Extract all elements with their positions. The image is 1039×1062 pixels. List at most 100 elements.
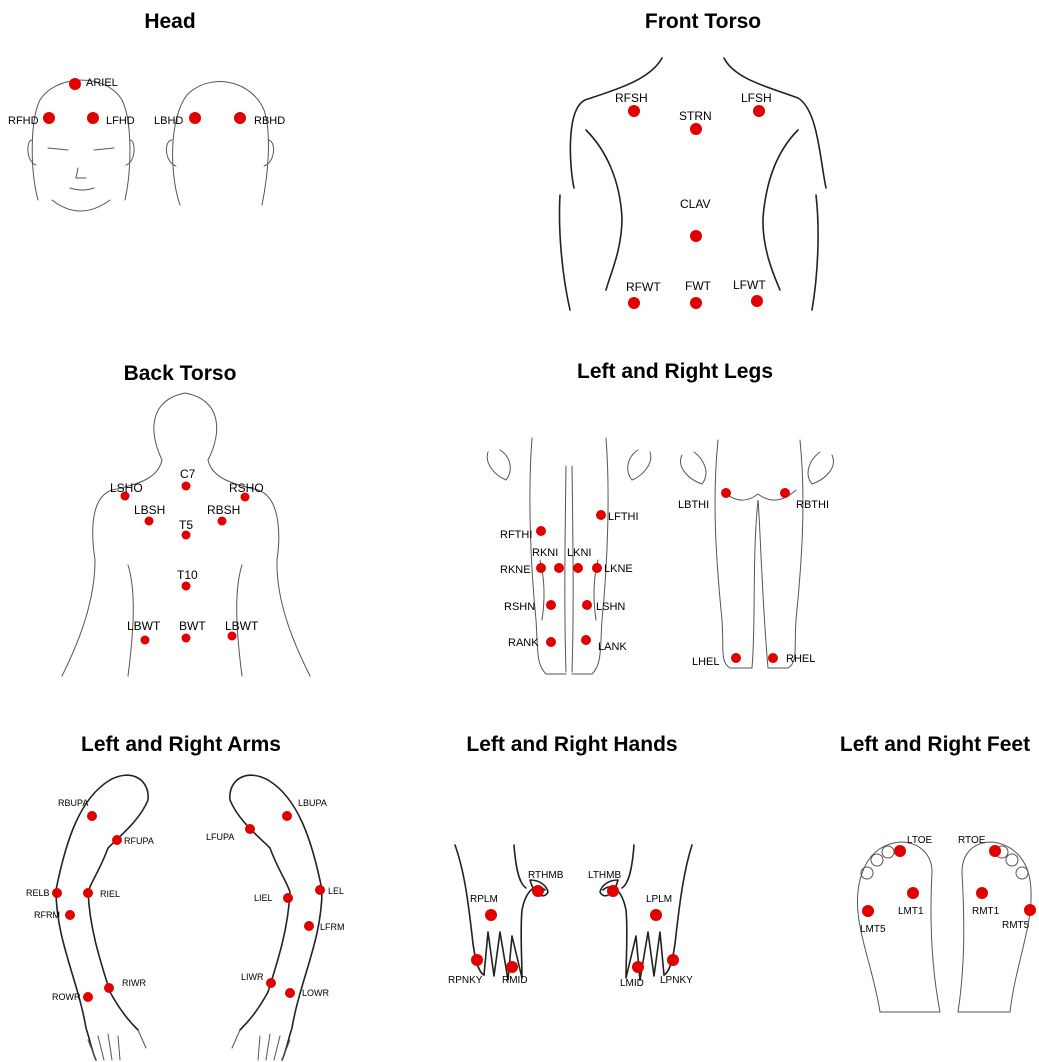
label-bwt: BWT — [179, 619, 206, 633]
head-figure-front — [28, 80, 134, 211]
marker-dot — [768, 653, 778, 663]
label-rbthi: RBTHI — [796, 499, 829, 511]
marker-dot — [536, 526, 546, 536]
label-lbupa: LBUPA — [298, 798, 327, 808]
label-lank: LANK — [598, 641, 627, 653]
marker-dot — [573, 563, 583, 573]
label-rthmb: RTHMB — [528, 870, 564, 881]
label-lpnky: LPNKY — [660, 975, 693, 986]
marker-dot — [582, 600, 592, 610]
label-c7: C7 — [180, 467, 196, 481]
label-rfhd: RFHD — [8, 115, 39, 127]
label-rkne: RKNE — [500, 564, 531, 576]
marker-dot — [485, 909, 497, 921]
label-lshn: LSHN — [596, 601, 625, 613]
marker-lbhd — [189, 112, 201, 124]
label-rpnky: RPNKY — [448, 975, 483, 986]
label-rsho: RSHO — [229, 481, 264, 495]
label-riel: RIEL — [100, 889, 120, 899]
marker-dot — [52, 888, 62, 898]
marker-dot — [282, 811, 292, 821]
label-lfupa: LFUPA — [206, 832, 234, 842]
label-rfrm: RFRM — [34, 910, 60, 920]
marker-dot — [731, 653, 741, 663]
marker-dot — [145, 517, 154, 526]
marker-dot — [112, 835, 122, 845]
marker-dot — [650, 909, 662, 921]
label-lbwt-left: LBWT — [225, 619, 259, 633]
marker-dot — [471, 954, 483, 966]
marker-lfhd — [87, 112, 99, 124]
label-rfsh: RFSH — [615, 91, 648, 105]
marker-dot — [907, 887, 919, 899]
marker-dot — [83, 992, 93, 1002]
marker-dot — [285, 988, 295, 998]
marker-dot — [690, 230, 702, 242]
marker-dot — [87, 811, 97, 821]
label-lbwt-right: LBWT — [127, 619, 161, 633]
label-rmid: RMID — [502, 975, 528, 986]
label-fwt: FWT — [685, 279, 712, 293]
label-rshn: RSHN — [504, 601, 535, 613]
label-rowr: ROWR — [52, 992, 81, 1002]
label-riwr: RIWR — [122, 978, 146, 988]
label-lowr: LOWR — [302, 988, 330, 998]
label-lfsh: LFSH — [741, 91, 772, 105]
legs-figure-back — [681, 440, 834, 668]
label-rmt5: RMT5 — [1002, 920, 1030, 931]
label-t5: T5 — [179, 518, 193, 532]
marker-ariel — [69, 78, 81, 90]
label-lkne: LKNE — [604, 563, 633, 575]
label-rhel: RHEL — [786, 653, 815, 665]
marker-rfhd — [43, 112, 55, 124]
marker-dot — [83, 888, 93, 898]
marker-dot — [1024, 904, 1036, 916]
label-lfrm: LFRM — [320, 922, 345, 932]
marker-dot — [592, 563, 602, 573]
marker-dot — [304, 921, 314, 931]
label-lbhd: LBHD — [154, 115, 183, 127]
marker-dot — [546, 637, 556, 647]
label-lfwt: LFWT — [733, 278, 766, 292]
marker-dot — [532, 885, 544, 897]
marker-dot — [753, 105, 765, 117]
label-rtoe: RTOE — [958, 835, 986, 846]
legs-markers: RFTHI LFTHI RKNI LKNI RKNE LKNE RSHN LSH… — [500, 488, 829, 668]
hands-figure-right — [455, 845, 545, 980]
label-ltoe: LTOE — [907, 835, 933, 846]
label-rank: RANK — [508, 637, 539, 649]
label-lmt1: LMT1 — [898, 906, 924, 917]
marker-dot — [862, 905, 874, 917]
label-rkni: RKNI — [532, 547, 558, 559]
feet-markers: LTOE RTOE LMT1 RMT1 LMT5 RMT5 — [860, 835, 1036, 935]
marker-dot — [989, 845, 1001, 857]
marker-dot — [894, 845, 906, 857]
marker-dot — [245, 824, 255, 834]
marker-dot — [104, 983, 114, 993]
marker-dot — [182, 634, 191, 643]
marker-dot — [607, 885, 619, 897]
marker-dot — [546, 600, 556, 610]
head-figure-back — [166, 82, 273, 205]
marker-dot — [632, 961, 644, 973]
label-lmid: LMID — [620, 978, 644, 989]
label-lel: LEL — [328, 886, 344, 896]
marker-dot — [976, 887, 988, 899]
marker-dot — [751, 295, 763, 307]
label-rfwt: RFWT — [626, 280, 661, 294]
label-lbsh: LBSH — [134, 503, 165, 517]
arms-figure-left — [230, 775, 322, 1060]
front-torso-markers: RFSH STRN LFSH CLAV RFWT FWT LFWT — [615, 91, 772, 309]
marker-dot — [581, 635, 591, 645]
marker-dot — [506, 961, 518, 973]
label-rmt1: RMT1 — [972, 906, 1000, 917]
label-strn: STRN — [679, 109, 712, 123]
label-lbthi: LBTHI — [678, 499, 709, 511]
label-relb: RELB — [26, 888, 50, 898]
label-lplm: LPLM — [646, 894, 672, 905]
label-rbsh: RBSH — [207, 503, 240, 517]
label-lkni: LKNI — [567, 547, 591, 559]
marker-dot — [667, 954, 679, 966]
head-markers: ARIEL RFHD LFHD LBHD RBHD — [8, 77, 285, 127]
